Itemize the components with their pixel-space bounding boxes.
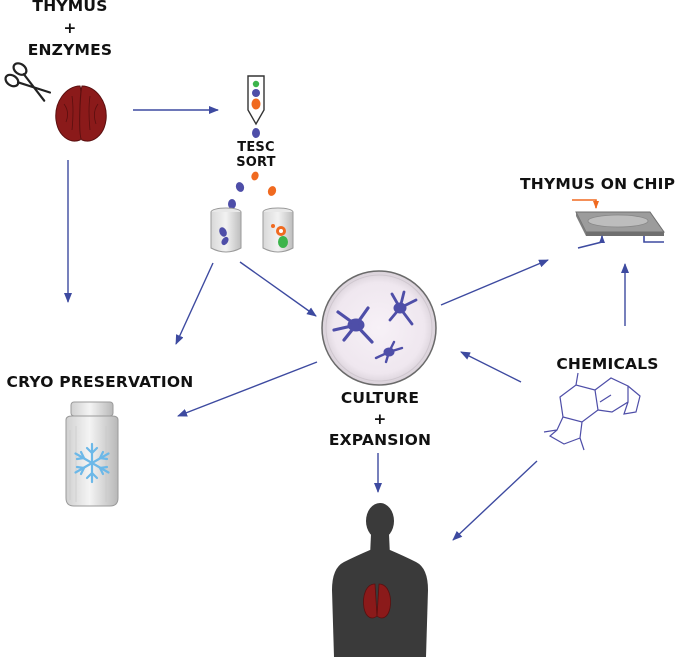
label-plus-culture: + (373, 410, 387, 428)
arrow-chemicals-to-culture (460, 351, 522, 383)
pipette-icon (247, 75, 265, 138)
label-plus-top: + (63, 19, 77, 37)
arrow-culture-to-cryo (177, 361, 318, 417)
arrow-tubes-to-cryo (175, 262, 214, 345)
label-tesc: TESC (237, 140, 275, 155)
arrow-chemicals-to-human (452, 460, 538, 541)
label-thymus-on-chip: THYMUS ON CHIP (520, 175, 676, 193)
label-enzymes: ENZYMES (27, 41, 113, 59)
label-cryo-preservation: CRYO PRESERVATION (6, 373, 194, 391)
scissors-icon (4, 62, 52, 102)
label-thymus: THYMUS (32, 0, 108, 15)
label-expansion: EXPANSION (328, 431, 432, 449)
label-sort: SORT (236, 155, 276, 170)
thymus-organ-icon (55, 85, 107, 142)
petri-dish-icon (321, 270, 437, 386)
label-chemicals: CHEMICALS (556, 355, 659, 373)
test-tube-icon (262, 207, 294, 253)
sorted-cells (228, 171, 277, 209)
arrow-tubes-to-culture (239, 261, 317, 317)
arrow-culture-to-chip (440, 259, 549, 306)
microfluidic-chip-icon (572, 199, 665, 249)
label-culture: CULTURE (340, 389, 420, 407)
snowflake-icon (74, 442, 110, 484)
chemical-structure-icon (543, 372, 641, 451)
arrows (64, 106, 629, 541)
test-tube-icon (210, 207, 242, 253)
human-silhouette-icon (332, 503, 428, 657)
